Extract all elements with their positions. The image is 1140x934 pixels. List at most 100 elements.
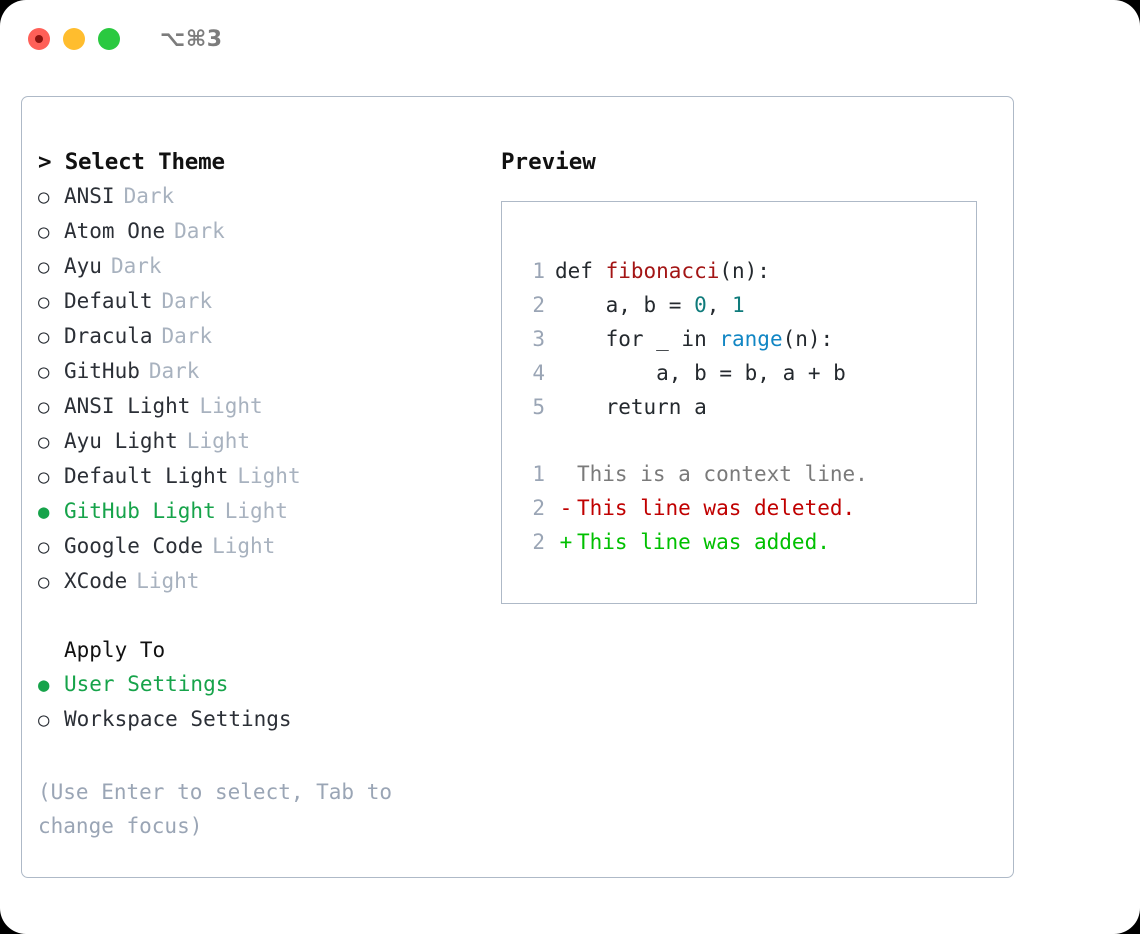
code-token-plain: a, b = (555, 293, 695, 317)
theme-item-category: Light (186, 429, 251, 453)
code-token-plain: def (555, 259, 606, 283)
line-number: 1 (532, 259, 545, 283)
radio-unselected-icon: ○ (38, 291, 50, 313)
diff-line-text: This is a context line. (577, 462, 868, 486)
code-token-plain: for _ in (555, 327, 720, 351)
radio-unselected-icon: ○ (38, 466, 50, 488)
theme-item-category: Dark (110, 254, 162, 278)
theme-item-category: Light (199, 394, 263, 418)
theme-item-label: Ayu (64, 254, 102, 278)
theme-item-category: Dark (161, 324, 213, 348)
radio-unselected-icon: ○ (38, 361, 50, 383)
code-line: 5 return a (521, 390, 846, 424)
radio-unselected-icon: ○ (38, 326, 50, 348)
apply-to-option-label: Workspace Settings (64, 707, 292, 731)
radio-unselected-icon: ○ (38, 709, 50, 731)
code-token-plain: (n): (782, 327, 834, 351)
close-button[interactable] (28, 28, 50, 50)
theme-item-category: Light (212, 534, 276, 558)
code-line: 2 a, b = 0, 1 (521, 288, 846, 322)
code-token-plain: , (706, 293, 733, 317)
diff-line-text: This line was added. (577, 530, 830, 554)
minimize-button[interactable] (63, 28, 85, 50)
title-bar: ⌥⌘3 (0, 0, 1140, 78)
theme-item-category: Light (224, 499, 288, 523)
line-number: 4 (532, 361, 545, 385)
code-token-plain: (n): (719, 259, 770, 283)
diff-line-add: 2+This line was added. (521, 525, 868, 559)
code-token-num: 0 (694, 293, 707, 317)
apply-to-option-workspace-settings[interactable]: ○ Workspace Settings (38, 702, 478, 737)
code-line-text: return a (545, 390, 707, 424)
theme-item-category: Dark (123, 184, 175, 208)
theme-item-dracula[interactable]: ○ Dracula Dark (38, 319, 478, 354)
theme-item-label: Google Code (64, 534, 204, 558)
theme-item-atom-one[interactable]: ○ Atom One Dark (38, 214, 478, 249)
apply-to-section: Apply To ● User Settings ○ Workspace Settin… (38, 633, 478, 737)
theme-item-default[interactable]: ○ Default Dark (38, 284, 478, 319)
theme-item-label: ANSI Light (64, 394, 191, 418)
radio-unselected-icon: ○ (38, 536, 50, 558)
radio-unselected-icon: ○ (38, 396, 50, 418)
theme-item-label: Ayu Light (64, 429, 178, 453)
apply-to-option-user-settings[interactable]: ● User Settings (38, 667, 478, 702)
theme-item-category: Dark (148, 359, 200, 383)
diff-marker (545, 457, 577, 491)
line-number: 2 (532, 530, 545, 554)
apply-to-option-label: User Settings (64, 672, 229, 696)
theme-item-category: Light (136, 569, 200, 593)
code-line: 4 a, b = b, a + b (521, 356, 846, 390)
theme-item-category: Dark (161, 289, 213, 313)
code-line-text: for _ in range(n): (545, 322, 834, 356)
keyboard-hint-text: (Use Enter to select, Tab to change focu… (38, 780, 393, 838)
apply-to-heading: Apply To (64, 638, 166, 662)
theme-item-label: GitHub Light (64, 499, 216, 523)
code-token-func: fibonacci (605, 259, 720, 283)
theme-item-category: Dark (174, 219, 225, 243)
apply-to-list[interactable]: ● User Settings ○ Workspace Settings (38, 667, 478, 737)
select-theme-heading: > Select Theme (38, 149, 225, 175)
diff-line-text: This line was deleted. (577, 496, 856, 520)
theme-item-label: Atom One (64, 219, 166, 243)
radio-selected-icon: ● (38, 674, 50, 696)
close-icon (35, 35, 43, 43)
maximize-button[interactable] (98, 28, 120, 50)
code-token-plain: a, b = b, a + b (555, 361, 846, 385)
line-number: 1 (532, 462, 545, 486)
preview-heading: Preview (501, 149, 596, 175)
radio-unselected-icon: ○ (38, 571, 50, 593)
code-line-text: def fibonacci(n): (545, 254, 770, 288)
line-number: 3 (532, 327, 545, 351)
code-token-call: range (719, 327, 783, 351)
theme-item-label: Default (64, 289, 153, 313)
line-number: 2 (532, 293, 545, 317)
radio-unselected-icon: ○ (38, 256, 50, 278)
theme-item-xcode[interactable]: ○ XCode Light (38, 564, 478, 599)
theme-item-ayu[interactable]: ○ Ayu Dark (38, 249, 478, 284)
theme-item-label: XCode (64, 569, 128, 593)
theme-item-label: Dracula (64, 324, 153, 348)
radio-unselected-icon: ○ (38, 221, 50, 243)
code-line-text: a, b = 0, 1 (545, 288, 745, 322)
code-token-num: 1 (732, 293, 745, 317)
theme-item-ansi-light[interactable]: ○ ANSI Light Light (38, 389, 478, 424)
code-line: 3 for _ in range(n): (521, 322, 846, 356)
diff-sample: 1 This is a context line.2-This line was… (521, 457, 868, 559)
traffic-lights (28, 28, 120, 50)
code-line-text: a, b = b, a + b (545, 356, 846, 390)
theme-item-google-code[interactable]: ○ Google Code Light (38, 529, 478, 564)
theme-item-label: Default Light (64, 464, 229, 488)
